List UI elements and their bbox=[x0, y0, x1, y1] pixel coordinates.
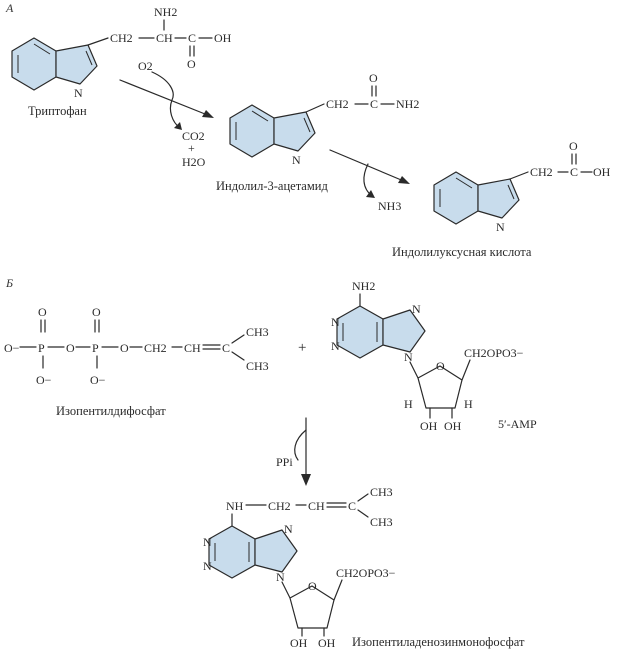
reagent-co2: CO2 bbox=[182, 129, 205, 143]
atom-n: N bbox=[276, 570, 285, 584]
atom-o-minus: O− bbox=[36, 373, 52, 387]
tryptophan-structure: N CH2 CH NH2 C O OH bbox=[11, 5, 232, 100]
iam-pyrrole-ring bbox=[273, 111, 316, 152]
atom-n: N bbox=[203, 535, 212, 549]
atom-c: C bbox=[188, 31, 196, 45]
atom-o: O bbox=[187, 57, 196, 71]
atom-ch2: CH2 bbox=[144, 341, 167, 355]
atom-c: C bbox=[222, 341, 230, 355]
atom-c: C bbox=[348, 499, 356, 513]
atom-n: N bbox=[404, 350, 413, 364]
atom-o-minus: O− bbox=[90, 373, 106, 387]
atom-oh: OH bbox=[593, 165, 611, 179]
ipa-pyrimidine-ring bbox=[208, 525, 256, 579]
atom-o: O bbox=[92, 305, 101, 319]
atom-n: N bbox=[331, 315, 340, 329]
atom-ch: CH bbox=[184, 341, 201, 355]
section-label-a: А bbox=[5, 1, 14, 15]
reagent-ppi: PPi bbox=[276, 455, 293, 469]
atom-n: N bbox=[496, 220, 505, 234]
atom-oh: OH bbox=[318, 636, 336, 650]
atom-oh: OH bbox=[420, 419, 438, 433]
reagent-nh3: NH3 bbox=[378, 199, 401, 213]
reaction-arrow-2 bbox=[329, 149, 410, 198]
atom-n: N bbox=[284, 522, 293, 536]
atom-n: N bbox=[292, 153, 301, 167]
atom-o: O bbox=[66, 341, 75, 355]
atom-ch3: CH3 bbox=[246, 359, 269, 373]
label-amp: 5′-AMP bbox=[498, 417, 537, 431]
reagent-plus: + bbox=[188, 141, 195, 155]
label-tryptophan: Триптофан bbox=[28, 104, 87, 118]
plus-sign: + bbox=[298, 340, 306, 356]
indole-acetamide-structure: N CH2 C O NH2 bbox=[229, 71, 419, 167]
isopentenyl-pp-structure: O O− P O− O O P O− O CH2 CH C CH3 CH3 bbox=[4, 305, 269, 387]
amp-imidazole-ring bbox=[382, 309, 426, 353]
atom-nh2: NH2 bbox=[352, 279, 375, 293]
atom-o: O bbox=[308, 579, 317, 593]
reagent-h2o: H2O bbox=[182, 155, 206, 169]
reaction-arrow-1 bbox=[119, 71, 214, 130]
label-isopentenyl-amp: Изопентиладенозинмонофосфат bbox=[352, 635, 525, 649]
atom-ch3: CH3 bbox=[370, 485, 393, 499]
atom-ch2opo3: CH2OPO3− bbox=[336, 566, 396, 580]
ipa-ribose-ring bbox=[289, 585, 335, 629]
atom-c: C bbox=[570, 165, 578, 179]
atom-p: P bbox=[92, 341, 99, 355]
atom-h: H bbox=[464, 397, 473, 411]
ipa-imidazole-ring bbox=[254, 529, 298, 573]
atom-p: P bbox=[38, 341, 45, 355]
label-iaa: Индолилуксусная кислота bbox=[392, 245, 532, 259]
atom-n: N bbox=[331, 339, 340, 353]
label-isopentenyl-pp: Изопентилдифосфат bbox=[56, 404, 166, 418]
iaa-structure: N CH2 C O OH bbox=[433, 139, 611, 234]
iam-benzene-ring bbox=[229, 104, 275, 158]
atom-ch: CH bbox=[156, 31, 173, 45]
atom-ch2: CH2 bbox=[530, 165, 553, 179]
atom-nh2: NH2 bbox=[154, 5, 177, 19]
atom-ch3: CH3 bbox=[246, 325, 269, 339]
tryptophan-pyrrole-ring bbox=[55, 44, 98, 85]
atom-oh: OH bbox=[290, 636, 308, 650]
atom-oh: OH bbox=[214, 31, 232, 45]
atom-o: O bbox=[120, 341, 129, 355]
atom-o-minus: O− bbox=[4, 341, 20, 355]
amp-ribose-ring bbox=[417, 365, 463, 409]
atom-o: O bbox=[38, 305, 47, 319]
atom-o: O bbox=[569, 139, 578, 153]
atom-o: O bbox=[436, 359, 445, 373]
atom-o: O bbox=[369, 71, 378, 85]
atom-n: N bbox=[74, 86, 83, 100]
atom-ch2: CH2 bbox=[110, 31, 133, 45]
atom-ch2opo3: CH2OPO3− bbox=[464, 346, 524, 360]
atom-nh: NH bbox=[226, 499, 244, 513]
iaa-pyrrole-ring bbox=[477, 178, 520, 219]
atom-ch2: CH2 bbox=[326, 97, 349, 111]
tryptophan-benzene-ring bbox=[11, 37, 57, 91]
atom-oh: OH bbox=[444, 419, 462, 433]
atom-n: N bbox=[203, 559, 212, 573]
atom-h: H bbox=[404, 397, 413, 411]
reaction-arrow-3 bbox=[294, 417, 311, 486]
atom-ch: CH bbox=[308, 499, 325, 513]
amp-pyrimidine-ring bbox=[336, 305, 384, 359]
atom-c: C bbox=[370, 97, 378, 111]
amp-structure: NH2 N N N N O CH2OPO3− H H OH OH bbox=[331, 279, 524, 433]
atom-ch2: CH2 bbox=[268, 499, 291, 513]
reagent-o2: O2 bbox=[138, 59, 153, 73]
isopentenyl-amp-structure: NH CH2 CH C CH3 CH3 N N N N O CH2OPO3− O… bbox=[203, 485, 396, 650]
atom-n: N bbox=[412, 302, 421, 316]
atom-nh2: NH2 bbox=[396, 97, 419, 111]
iaa-benzene-ring bbox=[433, 171, 479, 225]
section-label-b: Б bbox=[5, 276, 13, 290]
label-indole-acetamide: Индолил-3-ацетамид bbox=[216, 179, 328, 193]
atom-ch3: CH3 bbox=[370, 515, 393, 529]
